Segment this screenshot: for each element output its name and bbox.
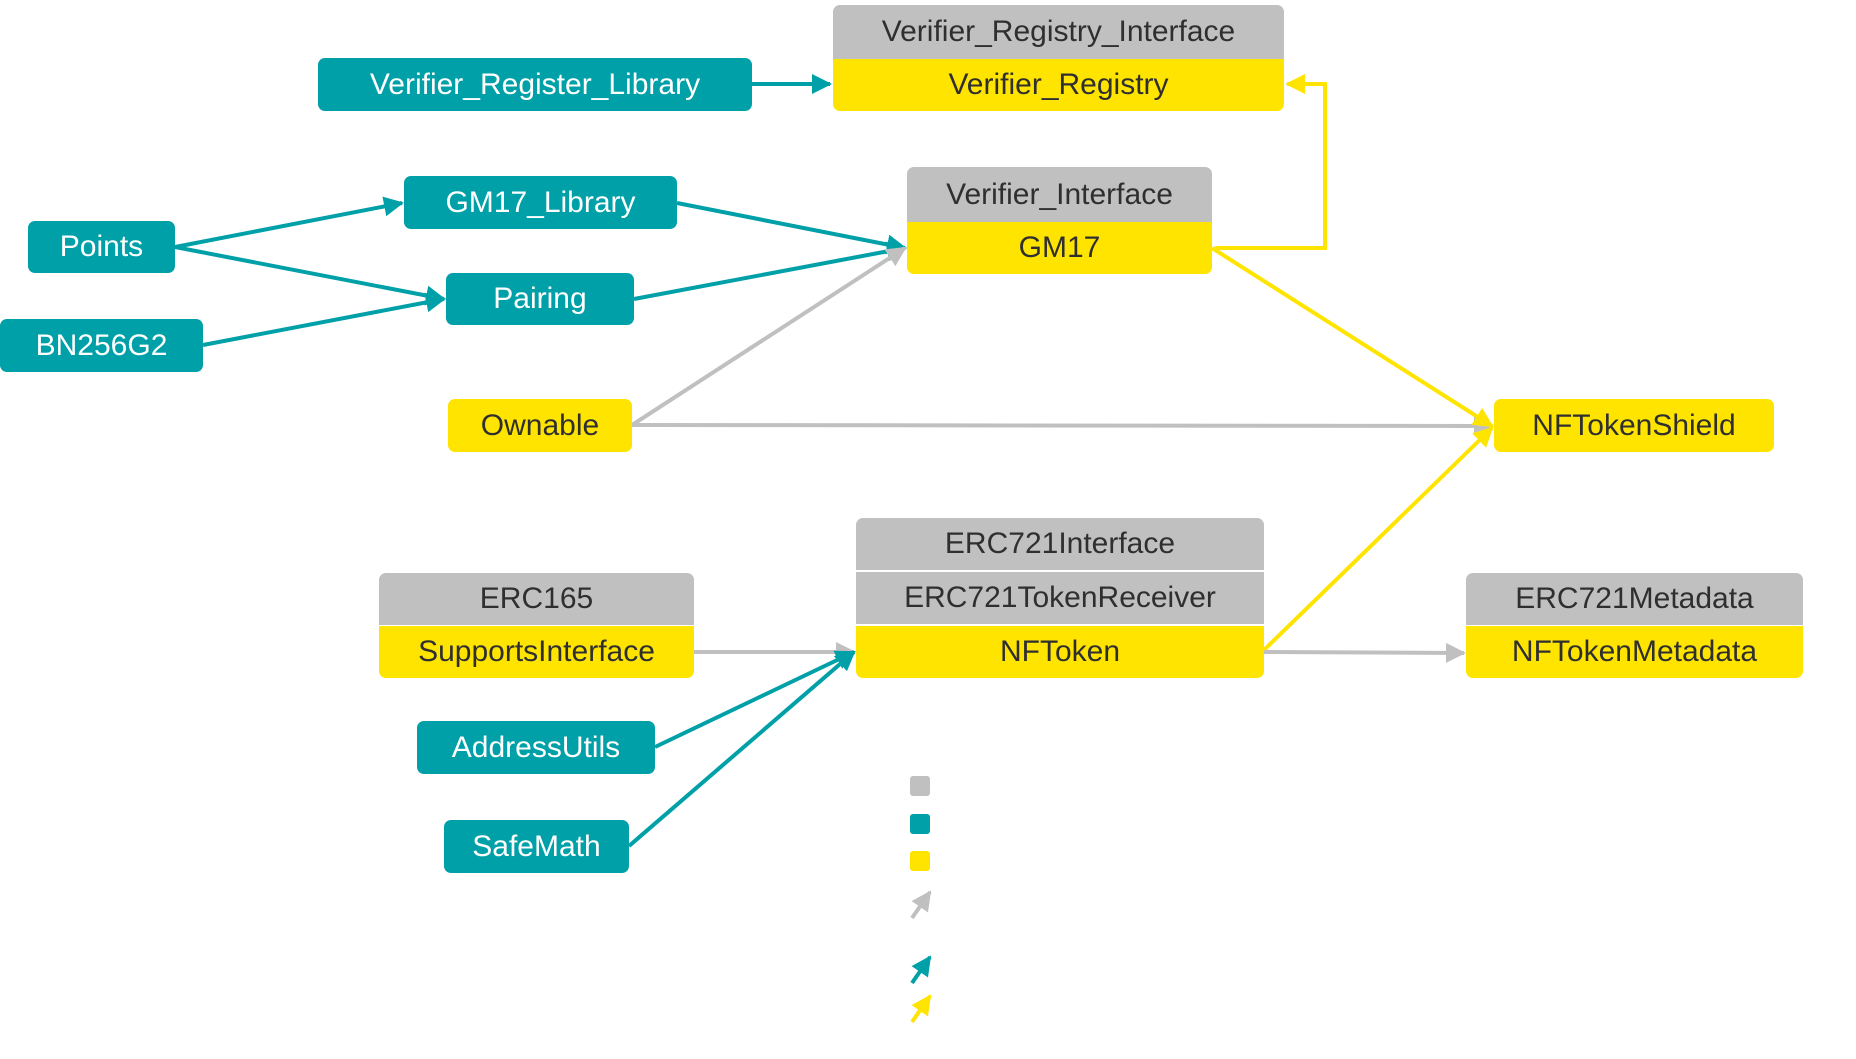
node-verifier-register-library: Verifier_Register_Library — [318, 58, 752, 111]
edge-ownable-to-nftokenshield — [631, 415, 1494, 436]
edge-gm17-to-verifier_registry — [1215, 74, 1327, 250]
edge-pairing-to-gm17 — [633, 241, 907, 301]
legend-arrows — [910, 890, 932, 1024]
node-nftoken: NFToken — [856, 626, 1264, 678]
edge-ownable-to-gm17 — [630, 246, 907, 427]
edge-points-to-pairing — [174, 245, 446, 306]
node-gm17: GM17 — [907, 222, 1212, 274]
node-bn256g2: BN256G2 — [0, 319, 203, 372]
edge-gm17-to-nftokenshield — [1210, 246, 1494, 428]
edge-group — [174, 74, 1494, 848]
edge-addressutils-to-nftoken — [654, 650, 856, 749]
legend-square-interface — [910, 776, 930, 796]
node-erc721metadata: ERC721Metadata — [1466, 573, 1803, 625]
node-erc721interface: ERC721Interface — [856, 518, 1264, 570]
node-pairing: Pairing — [446, 273, 634, 325]
node-nftokenshield: NFTokenShield — [1494, 399, 1774, 452]
node-verifier-registry: Verifier_Registry — [833, 59, 1284, 111]
node-points: Points — [28, 221, 175, 273]
legend-arrow-library — [910, 955, 932, 985]
legend-arrow-contract — [910, 994, 932, 1024]
node-addressutils: AddressUtils — [417, 721, 655, 774]
edge-nftoken-to-nftokenmetadata — [1263, 642, 1466, 663]
legend-arrow-inherit — [910, 890, 932, 920]
node-nftokenmetadata: NFTokenMetadata — [1466, 626, 1803, 678]
node-safemath: SafeMath — [444, 820, 629, 873]
edge-bn256g2-to-pairing — [202, 292, 446, 347]
edge-safemath-to-nftoken — [627, 650, 856, 848]
node-gm17-library: GM17_Library — [404, 176, 677, 229]
node-verifier-registry-interface: Verifier_Registry_Interface — [833, 5, 1284, 59]
node-erc165: ERC165 — [379, 573, 694, 625]
legend-square-contract — [910, 851, 930, 871]
edge-gm17_library-to-gm17 — [676, 201, 907, 255]
node-erc721tokenreceiver: ERC721TokenReceiver — [856, 572, 1264, 624]
node-supportsinterface: SupportsInterface — [379, 626, 694, 678]
legend-square-library — [910, 814, 930, 834]
edge-points-to-gm17_library — [174, 196, 404, 249]
node-verifier-interface: Verifier_Interface — [907, 167, 1212, 222]
edge-nftoken-to-nftokenshield — [1262, 426, 1494, 652]
node-ownable: Ownable — [448, 399, 632, 452]
